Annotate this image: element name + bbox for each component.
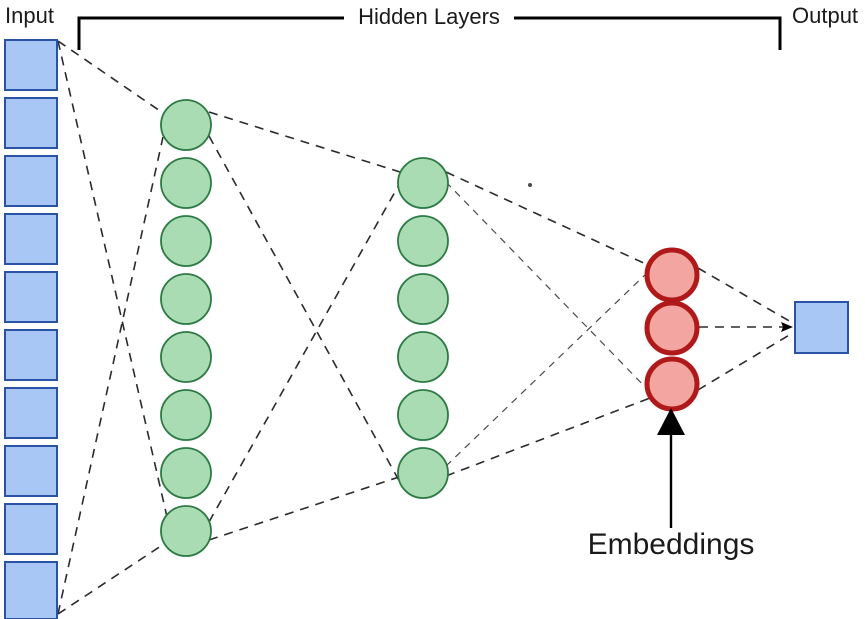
embedding-layer bbox=[644, 247, 700, 412]
connection-line bbox=[57, 40, 164, 114]
bracket-right-segment bbox=[514, 16, 782, 50]
connection-line bbox=[208, 182, 401, 523]
input-layer bbox=[4, 39, 58, 619]
annotation-arrow-head bbox=[657, 408, 685, 435]
connection-line bbox=[697, 333, 792, 391]
connection-line bbox=[208, 475, 403, 541]
connection-line bbox=[57, 40, 171, 531]
embeddings-label: Embeddings bbox=[588, 528, 755, 561]
stray-mark bbox=[528, 183, 532, 187]
hidden-node[interactable] bbox=[160, 157, 212, 209]
connection-line bbox=[57, 539, 171, 615]
hidden-node[interactable] bbox=[397, 215, 449, 267]
input-node[interactable] bbox=[4, 387, 58, 439]
input-node[interactable] bbox=[4, 329, 58, 381]
input-node[interactable] bbox=[4, 155, 58, 207]
embedding-node[interactable] bbox=[644, 300, 700, 356]
hidden-node[interactable] bbox=[397, 447, 449, 499]
hidden-node[interactable] bbox=[160, 273, 212, 325]
input-node[interactable] bbox=[4, 503, 58, 555]
input-node[interactable] bbox=[4, 39, 58, 91]
hidden-node[interactable] bbox=[160, 215, 212, 267]
hidden-node[interactable] bbox=[397, 157, 449, 209]
input-node[interactable] bbox=[4, 561, 58, 619]
hidden-node[interactable] bbox=[397, 273, 449, 325]
input-node[interactable] bbox=[4, 213, 58, 265]
input-node[interactable] bbox=[4, 271, 58, 323]
hidden-layers-bracket bbox=[77, 16, 782, 50]
hidden-node[interactable] bbox=[160, 447, 212, 499]
hidden-node[interactable] bbox=[160, 389, 212, 441]
connection-line bbox=[445, 171, 649, 266]
hidden-layers-label: Hidden Layers bbox=[358, 4, 500, 29]
connection-lines bbox=[57, 40, 792, 615]
connection-line bbox=[208, 135, 403, 487]
hidden-layer-1 bbox=[160, 99, 212, 557]
hidden-layer-2 bbox=[397, 157, 449, 499]
input-node[interactable] bbox=[4, 97, 58, 149]
connection-line bbox=[697, 267, 792, 323]
input-label: Input bbox=[5, 3, 54, 28]
embedding-node[interactable] bbox=[644, 356, 700, 412]
connection-line bbox=[445, 271, 649, 467]
connection-line bbox=[445, 181, 651, 393]
connection-line bbox=[57, 136, 164, 615]
hidden-node[interactable] bbox=[397, 331, 449, 383]
hidden-node[interactable] bbox=[160, 331, 212, 383]
connection-line bbox=[208, 111, 401, 173]
input-node[interactable] bbox=[4, 445, 58, 497]
output-label: Output bbox=[792, 3, 858, 28]
arrowhead bbox=[781, 322, 793, 332]
hidden-node[interactable] bbox=[160, 505, 212, 557]
output-node[interactable] bbox=[794, 301, 849, 354]
embedding-node[interactable] bbox=[644, 247, 700, 303]
hidden-node[interactable] bbox=[397, 389, 449, 441]
connection-line bbox=[445, 397, 651, 477]
output-layer bbox=[794, 301, 849, 354]
hidden-node[interactable] bbox=[160, 99, 212, 151]
embeddings-annotation-arrow bbox=[657, 408, 685, 528]
bracket-left-segment bbox=[77, 16, 344, 50]
